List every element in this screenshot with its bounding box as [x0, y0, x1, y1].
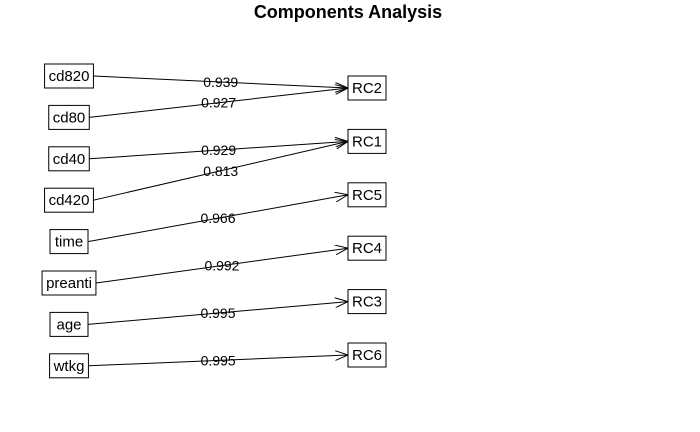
loading-label-cd40: 0.929	[201, 142, 236, 158]
variable-label: age	[56, 316, 81, 333]
component-box	[347, 128, 387, 154]
loading-label-cd420: 0.813	[203, 163, 238, 179]
loading-arrow-wtkg-RC6	[88, 355, 348, 367]
component-node-RC6: RC6	[347, 342, 387, 368]
loading-label-cd80: 0.927	[201, 95, 236, 111]
variable-box	[49, 311, 89, 337]
variable-label: preanti	[46, 275, 92, 292]
variable-box	[44, 63, 94, 89]
loading-label-cd820: 0.939	[203, 74, 238, 90]
variable-label: cd40	[53, 151, 86, 168]
variable-box	[41, 270, 97, 296]
component-label: RC4	[352, 240, 382, 257]
variable-node-time: time	[49, 229, 89, 255]
component-node-RC3: RC3	[347, 289, 387, 315]
component-label: RC6	[352, 347, 382, 364]
component-node-RC1: RC1	[347, 128, 387, 154]
variable-label: cd420	[49, 192, 90, 209]
variable-label: wtkg	[53, 358, 85, 375]
loading-arrow-cd80-RC2	[89, 88, 348, 118]
component-label: RC2	[352, 80, 382, 97]
component-box	[347, 342, 387, 368]
loading-arrow-cd420-RC1	[93, 141, 348, 201]
component-box	[347, 289, 387, 315]
variable-label: cd820	[49, 68, 90, 85]
diagram-title: Components Analysis	[254, 2, 442, 22]
component-node-RC4: RC4	[347, 235, 387, 261]
component-node-RC2: RC2	[347, 75, 387, 101]
variable-box	[49, 229, 89, 255]
component-node-RC5: RC5	[347, 182, 387, 208]
variable-node-age: age	[49, 311, 89, 337]
variable-node-wtkg: wtkg	[49, 353, 89, 379]
variable-node-cd820: cd820	[44, 63, 94, 89]
component-box	[347, 75, 387, 101]
loading-label-age: 0.995	[200, 305, 235, 321]
variable-node-preanti: preanti	[41, 270, 97, 296]
variable-label: time	[55, 234, 83, 251]
loading-arrow-age-RC3	[87, 302, 348, 325]
component-label: RC1	[352, 133, 382, 150]
loading-label-time: 0.966	[200, 210, 235, 226]
loading-arrow-time-RC5	[87, 195, 348, 243]
variable-box	[48, 146, 90, 172]
loading-arrow-preanti-RC4	[95, 248, 348, 284]
loading-arrow-cd820-RC2	[93, 75, 348, 88]
component-box	[347, 182, 387, 208]
edges-layer: 0.939 0.927 0.929 0.813 0.966 0.992 0.995 0.995	[87, 74, 348, 368]
component-label: RC3	[352, 294, 382, 311]
variable-label: cd80	[53, 109, 86, 126]
variable-node-cd420: cd420	[44, 187, 94, 213]
variable-box	[48, 104, 90, 130]
variable-box	[49, 353, 89, 379]
nodes-layer: cd820 cd80 cd40 cd420 time preanti age wtkg RC2R…	[41, 63, 387, 379]
loading-arrow-cd40-RC1	[89, 141, 348, 160]
variable-node-cd40: cd40	[48, 146, 90, 172]
component-label: RC5	[352, 187, 382, 204]
variable-node-cd80: cd80	[48, 104, 90, 130]
variable-box	[44, 187, 94, 213]
loading-label-preanti: 0.992	[204, 258, 239, 274]
component-box	[347, 235, 387, 261]
loading-label-wtkg: 0.995	[201, 352, 236, 368]
